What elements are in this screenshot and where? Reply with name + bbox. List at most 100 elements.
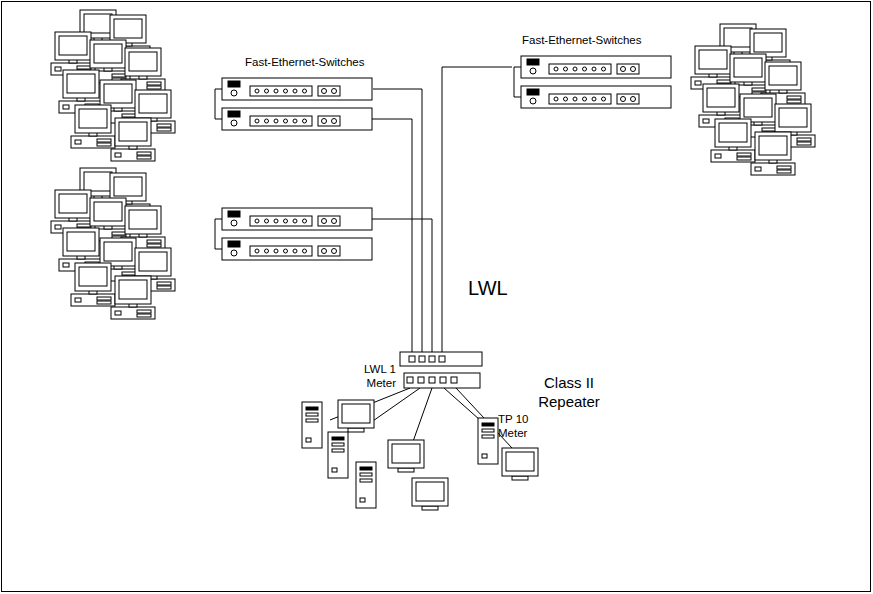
drive-slot <box>737 153 751 156</box>
switch-label-plate <box>228 111 240 117</box>
monitor-stand <box>512 476 528 480</box>
switch-label-plate <box>228 241 240 247</box>
power-button <box>306 438 311 442</box>
tp-port <box>451 377 457 383</box>
server-tower <box>328 432 348 478</box>
drive-slot <box>147 82 161 85</box>
power-led <box>231 220 237 226</box>
port <box>554 67 558 71</box>
uplink-panel <box>318 116 340 126</box>
switch-unit <box>521 56 671 78</box>
server-tower <box>478 418 498 464</box>
desktop-case <box>111 149 155 161</box>
uplink-panel <box>318 86 340 96</box>
screen <box>744 98 772 117</box>
power-button <box>695 81 701 85</box>
monitor <box>115 276 151 304</box>
uplink-port <box>322 89 327 94</box>
switch-label-plate <box>228 81 240 87</box>
uplink-port <box>322 249 327 254</box>
uplink-panel <box>617 64 639 74</box>
power-button <box>63 263 69 267</box>
workstation-icon <box>691 46 735 89</box>
switch-label-plate <box>228 211 240 217</box>
port <box>284 119 288 123</box>
node-heading: Class II Repeater <box>528 374 610 412</box>
workstation-icon <box>111 118 155 161</box>
drive-slot <box>797 142 811 145</box>
port-panel <box>250 216 312 226</box>
port <box>592 67 596 71</box>
port-panel <box>250 246 312 256</box>
monitor <box>75 263 111 291</box>
switch-graphic <box>213 75 373 135</box>
drive-slot <box>306 413 318 416</box>
switch-stack: Fast-Ethernet-Switches <box>213 55 373 135</box>
drive-slot <box>360 479 372 482</box>
port <box>255 89 259 93</box>
port <box>303 89 307 93</box>
monitor-icon <box>338 400 374 432</box>
port <box>274 119 278 123</box>
tp-port <box>418 377 424 383</box>
monitor <box>90 198 126 226</box>
monitor <box>755 132 791 160</box>
drive-slot <box>777 170 791 173</box>
monitor <box>125 48 161 76</box>
monitor <box>740 94 776 122</box>
drive-slot <box>482 423 494 426</box>
monitor <box>338 400 374 428</box>
port <box>573 97 577 101</box>
power-led <box>231 120 237 126</box>
monitor <box>125 206 161 234</box>
monitor-stand <box>398 468 414 472</box>
uplink-panel <box>318 246 340 256</box>
screen <box>779 108 807 127</box>
port <box>265 219 269 223</box>
monitor <box>110 173 146 201</box>
monitor <box>135 248 171 276</box>
screen <box>119 280 147 299</box>
uplink-port <box>621 67 626 72</box>
monitor <box>412 478 448 506</box>
port <box>274 249 278 253</box>
port <box>573 67 577 71</box>
drive-slot <box>482 435 494 438</box>
drive-slot <box>77 66 91 69</box>
drive-slot <box>97 139 111 142</box>
power-button <box>75 298 81 302</box>
tp-cable <box>444 388 480 420</box>
screen <box>506 452 534 471</box>
screen <box>67 232 95 251</box>
node-heading: Fast-Ethernet-Switches <box>245 55 365 69</box>
power-button <box>75 140 81 144</box>
drive-slot <box>97 297 111 300</box>
screen <box>94 202 122 221</box>
stack-bracket <box>215 219 222 249</box>
workstation-icon <box>51 190 95 233</box>
port <box>265 89 269 93</box>
switch-unit <box>222 238 372 260</box>
port <box>274 89 278 93</box>
monitor <box>63 70 99 98</box>
screen <box>84 14 112 33</box>
port-panel <box>549 94 611 104</box>
power-button <box>703 119 709 123</box>
workstation-cluster <box>51 10 175 161</box>
node-heading: Fast-Ethernet-Switches <box>522 33 642 47</box>
fibre-port <box>419 356 425 362</box>
tower-case <box>328 432 348 478</box>
switch-housing <box>222 108 372 130</box>
screen <box>342 404 370 423</box>
switch-unit <box>222 78 372 100</box>
fibre-connector <box>442 67 512 352</box>
port <box>255 119 259 123</box>
screen <box>754 33 782 52</box>
desktop-case <box>711 150 755 162</box>
drive-slot <box>122 272 136 275</box>
switch-label-plate <box>527 89 539 95</box>
drive-slot <box>787 96 801 99</box>
port <box>303 219 307 223</box>
drive-slot <box>360 473 372 476</box>
monitor <box>695 46 731 74</box>
